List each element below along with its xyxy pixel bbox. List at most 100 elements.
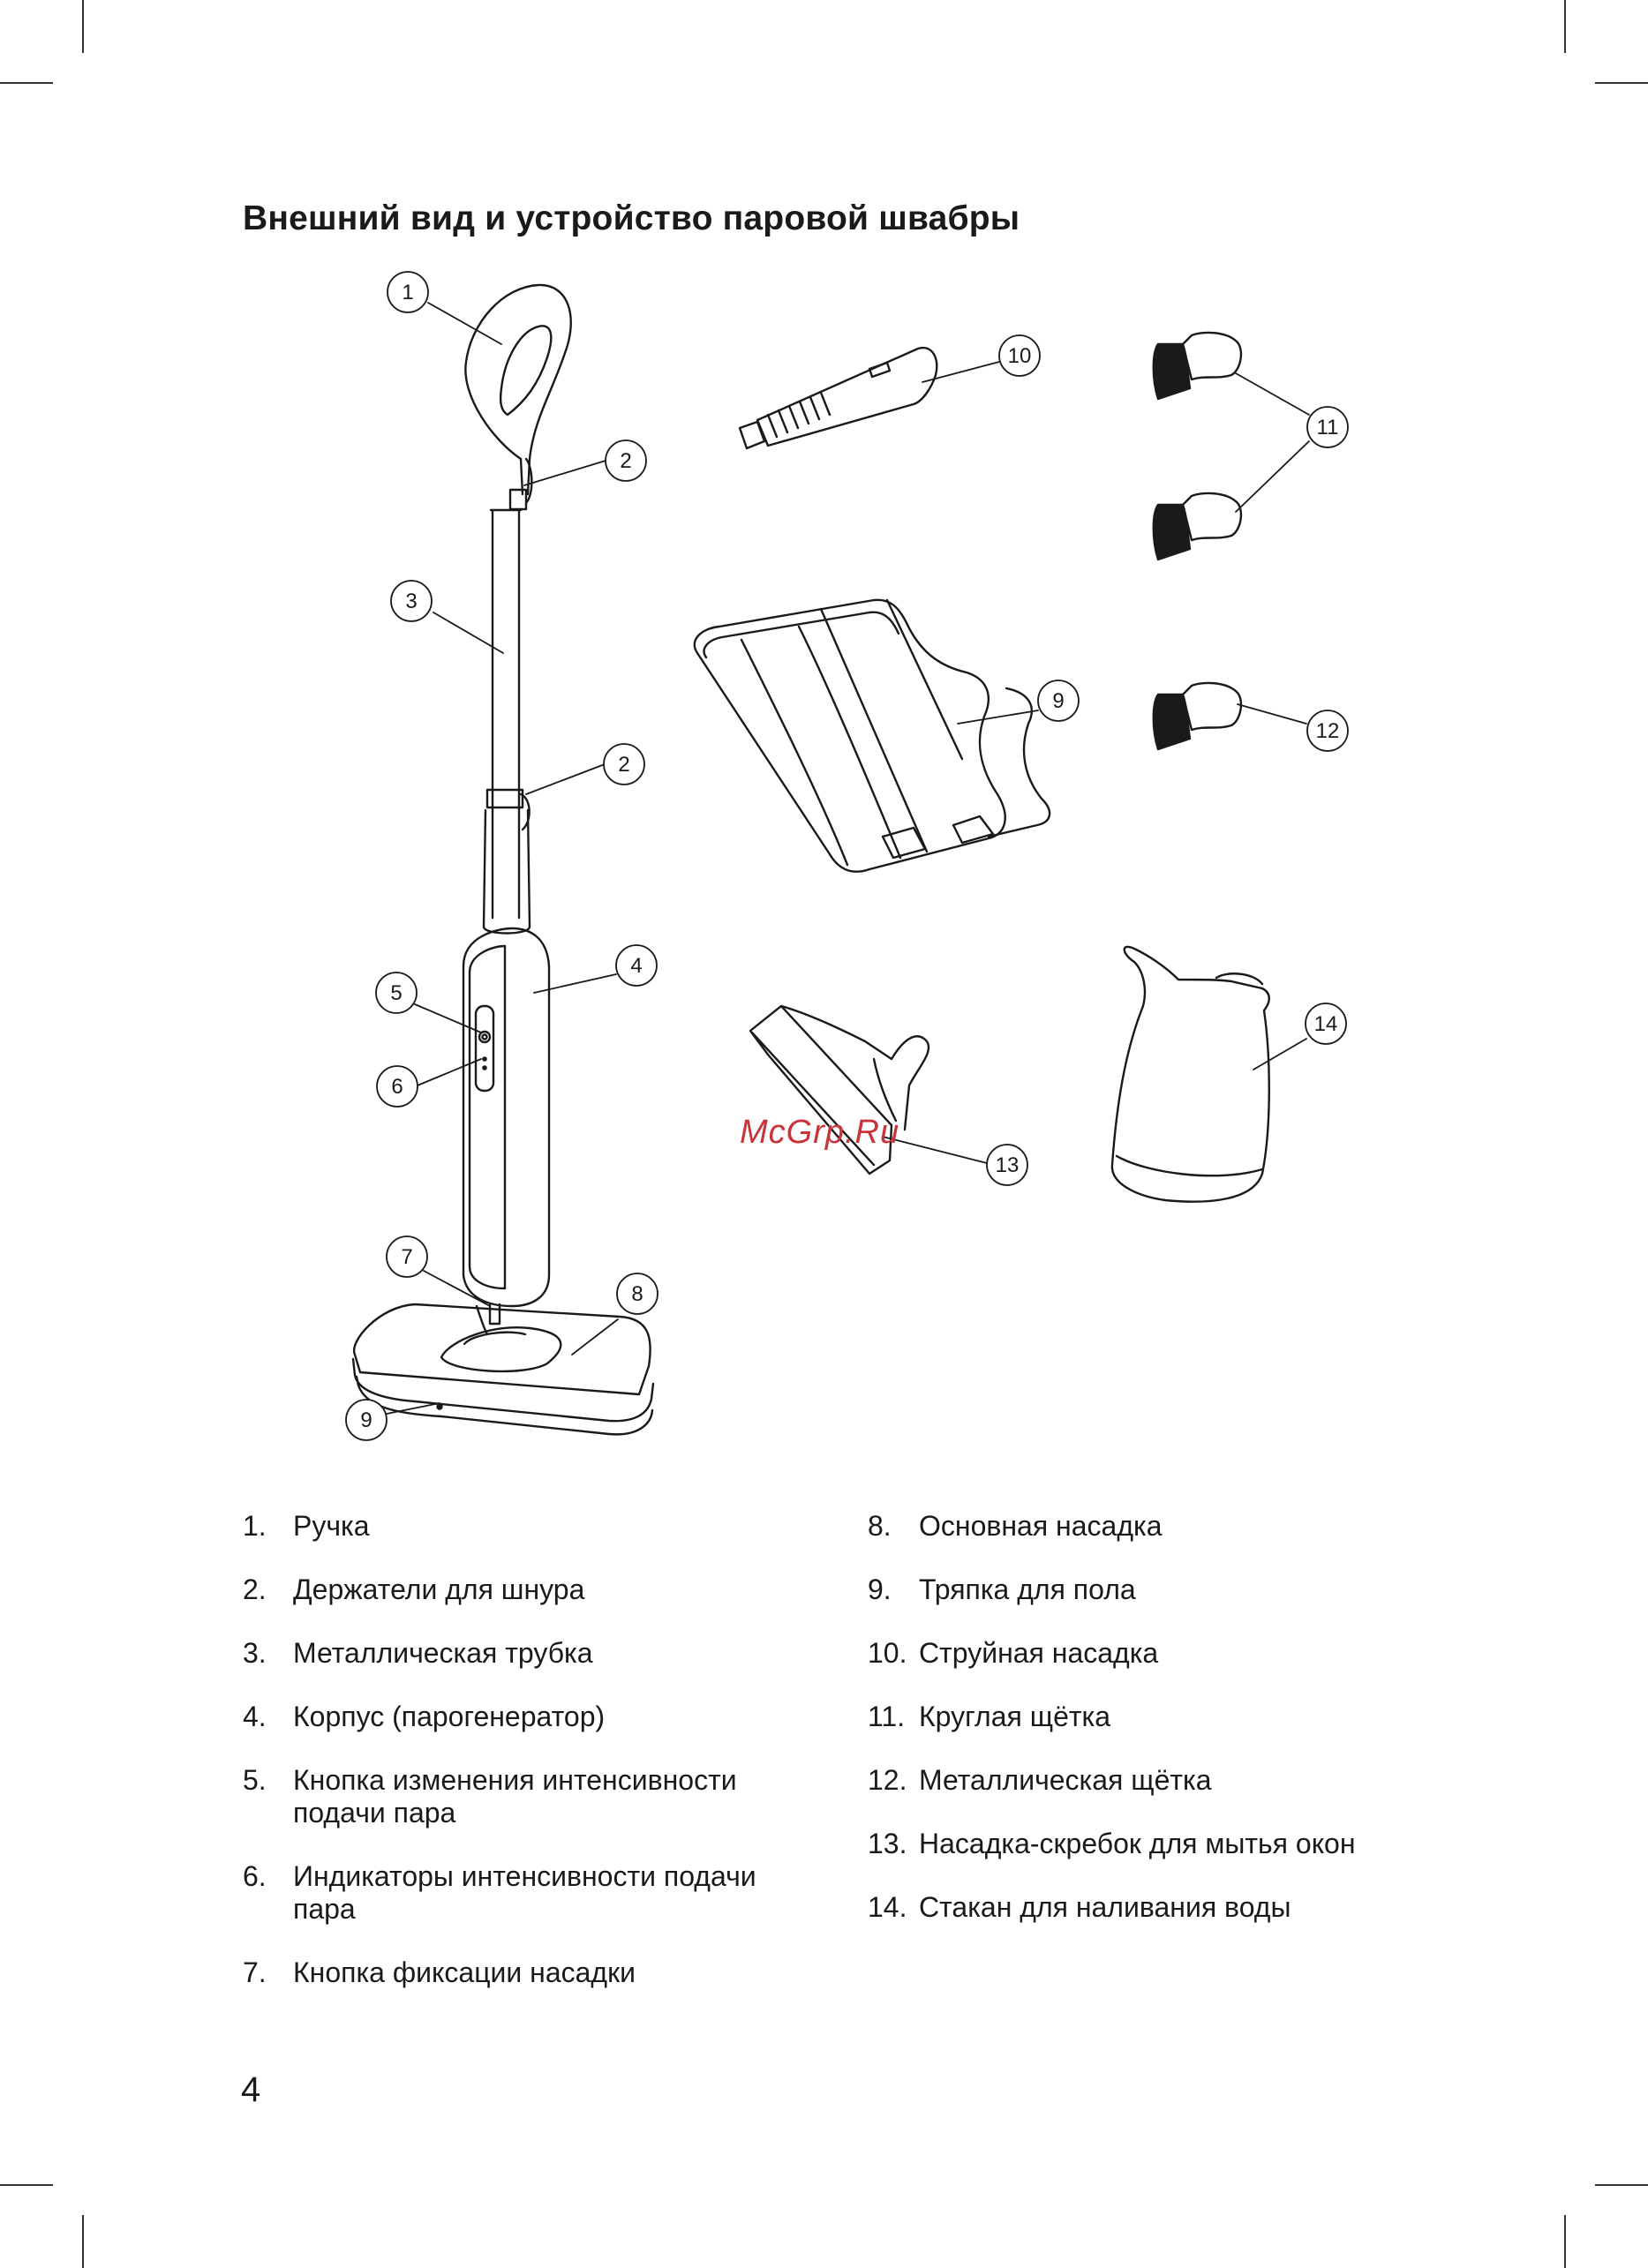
legend-item: 5. Кнопка изменения интенсивности подачи …	[243, 1764, 816, 1829]
legend-number: 2.	[243, 1573, 267, 1605]
callout-3: 3	[390, 580, 433, 622]
svg-text:1: 1	[402, 281, 413, 304]
legend-item: 4.Корпус (парогенератор)	[243, 1701, 816, 1733]
legend-number: 10.	[868, 1637, 907, 1669]
callout-1: 1	[387, 271, 429, 313]
round-brush-middle	[1152, 492, 1243, 561]
parts-legend-right: 8. Основная насадка 9.Тряпка для пола 10.…	[868, 1510, 1486, 1955]
legend-text: Держатели для шнура	[293, 1573, 585, 1605]
crop-mark-top-left-v	[82, 0, 84, 53]
svg-text:9: 9	[1052, 689, 1064, 713]
svg-text:13: 13	[996, 1153, 1020, 1177]
metal-tube	[491, 508, 521, 920]
callout-12: 12	[1306, 710, 1349, 752]
handle-outline	[464, 283, 572, 461]
callout-4: 4	[615, 944, 658, 987]
svg-text:6: 6	[391, 1075, 403, 1099]
metal-brush	[1152, 681, 1243, 751]
callout-6: 6	[376, 1065, 418, 1108]
legend-item: 11. Круглая щётка	[868, 1701, 1486, 1733]
watermark: McGrp.Ru	[740, 1114, 900, 1151]
svg-text:7: 7	[401, 1245, 412, 1269]
crop-mark-top-right-h	[1595, 82, 1648, 84]
legend-item: 2. Держатели для шнура	[243, 1573, 816, 1606]
callout-2-middle: 2	[603, 743, 645, 785]
legend-text: Ручка	[293, 1510, 370, 1542]
svg-text:3: 3	[405, 590, 417, 613]
legend-item: 10. Струйная насадка	[868, 1637, 1486, 1670]
legend-number: 11.	[868, 1701, 906, 1732]
body-outline	[462, 927, 551, 1308]
callout-14: 14	[1305, 1003, 1347, 1045]
legend-text: Струйная насадка	[919, 1637, 1159, 1669]
legend-number: 8.	[868, 1510, 892, 1542]
legend-item: 1. Ручка	[243, 1510, 816, 1543]
svg-text:4: 4	[630, 954, 642, 978]
window-scraper-illustration	[749, 1004, 930, 1175]
legend-text: Насадка-скребок для мытья окон	[919, 1828, 1356, 1859]
legend-number: 12.	[868, 1764, 907, 1796]
jet-nozzle-illustration	[738, 346, 938, 450]
legend-number: 13.	[868, 1828, 907, 1859]
legend-text: Круглая щётка	[919, 1701, 1111, 1732]
callout-5: 5	[375, 972, 418, 1014]
legend-number: 7.	[243, 1956, 267, 1988]
legend-text: Тряпка для пола	[919, 1573, 1136, 1605]
steam-button	[478, 1030, 492, 1044]
parts-legend-left: 1.Ручка 2.Держатели для шнура 3.Металлич…	[243, 1510, 816, 2020]
legend-text: Стакан для наливания воды	[919, 1891, 1291, 1923]
legend-number: 4.	[243, 1701, 267, 1732]
crop-mark-top-left-h	[0, 82, 53, 84]
legend-item: 12. Металлическая щётка	[868, 1764, 1486, 1797]
page-title: Внешний вид и устройство паровой швабры	[243, 199, 1020, 237]
legend-number: 1.	[243, 1510, 267, 1542]
svg-text:5: 5	[390, 981, 402, 1005]
control-panel	[474, 1004, 495, 1093]
svg-text:9: 9	[360, 1408, 372, 1432]
callout-9-cloths: 9	[1037, 680, 1080, 722]
legend-item: 9.Тряпка для пола	[868, 1573, 1486, 1606]
legend-item: 14. Стакан для наливания воды	[868, 1891, 1486, 1924]
legend-number: 3.	[243, 1637, 267, 1669]
legend-item: 8. Основная насадка	[868, 1510, 1486, 1543]
svg-text:2: 2	[620, 449, 631, 473]
callout-13: 13	[986, 1144, 1028, 1186]
legend-text: Металлическая щётка	[919, 1764, 1212, 1796]
steam-mop-illustration	[351, 283, 655, 1436]
svg-text:8: 8	[631, 1282, 643, 1306]
handle-inner	[499, 325, 553, 417]
callout-10: 10	[998, 334, 1041, 377]
callout-2-top: 2	[605, 439, 647, 482]
water-cup-illustration	[1110, 945, 1270, 1203]
cord-holder-middle	[485, 788, 524, 809]
crop-mark-bottom-right-h	[1595, 2184, 1648, 2186]
legend-item: 6. Индикаторы интенсивности подачи пара	[243, 1860, 816, 1926]
legend-text: Кнопка фиксации насадки	[293, 1956, 636, 1988]
svg-text:12: 12	[1316, 719, 1340, 743]
callout-leaders	[386, 302, 1310, 1415]
callout-7: 7	[386, 1235, 428, 1278]
legend-text: Основная насадка	[919, 1510, 1163, 1542]
legend-number: 14.	[868, 1891, 907, 1923]
legend-item: 13. Насадка-скребок для мытья окон	[868, 1828, 1486, 1860]
callouts: 1 2 3 2 4 5 6 7 8 9 10 11 9 12 13 14	[345, 271, 1349, 1441]
floor-cloths-illustration	[693, 598, 1051, 873]
crop-mark-bottom-left-v	[82, 2215, 84, 2268]
callout-11: 11	[1306, 406, 1349, 448]
cord-holder-top	[508, 488, 528, 511]
crop-mark-bottom-left-h	[0, 2184, 53, 2186]
svg-text:10: 10	[1008, 344, 1032, 368]
legend-text: Индикаторы интенсивности подачи пара	[293, 1860, 756, 1925]
page-number: 4	[241, 2070, 261, 2109]
callout-8: 8	[616, 1273, 658, 1315]
crop-mark-bottom-right-v	[1564, 2215, 1566, 2268]
legend-text: Кнопка изменения интенсивности подачи па…	[293, 1764, 737, 1829]
legend-number: 6.	[243, 1860, 267, 1892]
steam-mop-diagram: 1 2 3 2 4 5 6 7 8 9 10 11 9 12 13 14	[345, 271, 1349, 1441]
round-brush-top	[1152, 331, 1243, 401]
svg-text:11: 11	[1317, 416, 1339, 439]
svg-text:14: 14	[1314, 1012, 1338, 1036]
legend-number: 5.	[243, 1764, 267, 1796]
svg-text:2: 2	[618, 753, 629, 777]
mop-head-top	[352, 1303, 651, 1396]
